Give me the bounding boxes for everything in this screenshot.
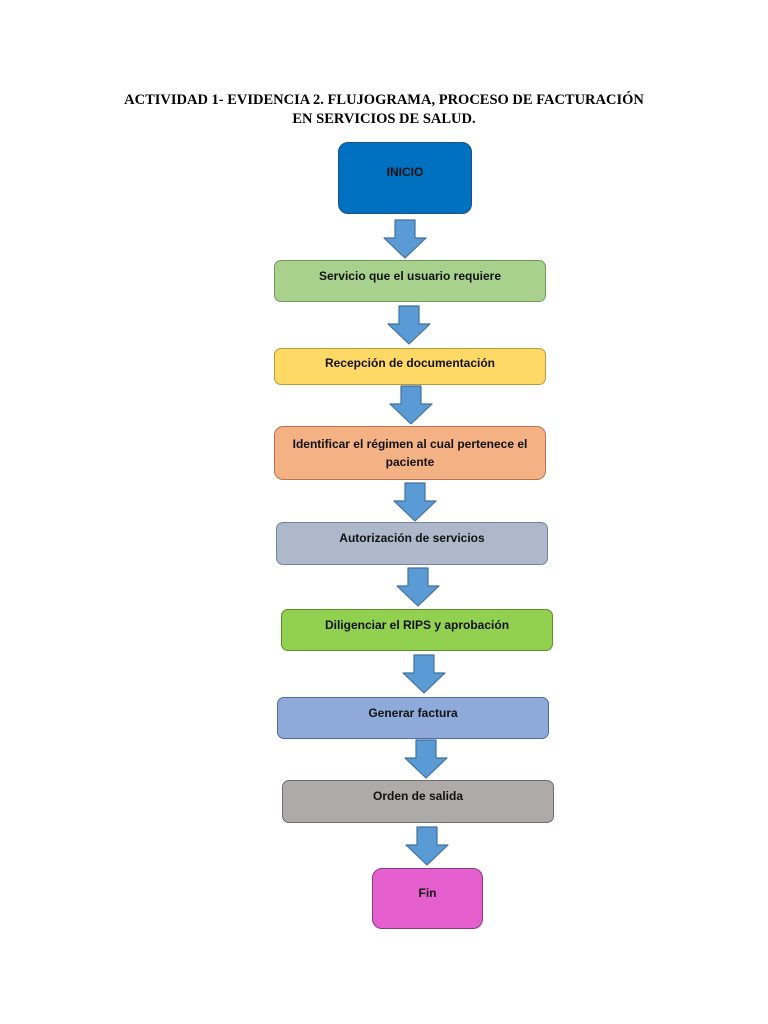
arrow-down-icon xyxy=(396,567,440,607)
flow-step-generar: Generar factura xyxy=(277,697,549,739)
arrow-down-icon xyxy=(389,385,433,425)
arrow-down-icon xyxy=(405,826,449,866)
flow-step-inicio: INICIO xyxy=(338,142,472,214)
flow-step-autorizacion: Autorización de servicios xyxy=(276,522,548,565)
arrow-down-icon xyxy=(387,305,431,345)
arrow-down-icon xyxy=(404,739,448,779)
flow-step-orden: Orden de salida xyxy=(282,780,554,823)
arrow-down-icon xyxy=(402,654,446,694)
flow-step-label: Recepción de documentación xyxy=(324,356,496,370)
arrow-down-icon xyxy=(393,482,437,522)
flow-step-identificar: Identificar el régimen al cual pertenece… xyxy=(274,426,546,480)
flow-step-label: Identificar el régimen al cual pertenece… xyxy=(292,437,528,469)
title-line-2: EN SERVICIOS DE SALUD. xyxy=(292,111,476,127)
flow-step-servicio: Servicio que el usuario requiere xyxy=(274,260,546,302)
flow-step-label: Diligenciar el RIPS y aprobación xyxy=(324,618,510,632)
title-line-1: ACTIVIDAD 1- EVIDENCIA 2. FLUJOGRAMA, PR… xyxy=(124,92,644,108)
flow-step-label: Autorización de servicios xyxy=(339,531,485,545)
page-title: ACTIVIDAD 1- EVIDENCIA 2. FLUJOGRAMA, PR… xyxy=(100,91,668,129)
flow-step-label: INICIO xyxy=(386,165,424,179)
flow-step-label: Generar factura xyxy=(368,706,458,720)
flow-step-diligenciar: Diligenciar el RIPS y aprobación xyxy=(281,609,553,651)
flow-step-fin: Fin xyxy=(372,868,483,929)
flow-step-label: Fin xyxy=(418,886,437,900)
flow-step-label: Orden de salida xyxy=(372,789,464,803)
arrow-down-icon xyxy=(383,219,427,259)
flow-step-label: Servicio que el usuario requiere xyxy=(318,269,502,283)
flow-step-recepcion: Recepción de documentación xyxy=(274,348,546,385)
